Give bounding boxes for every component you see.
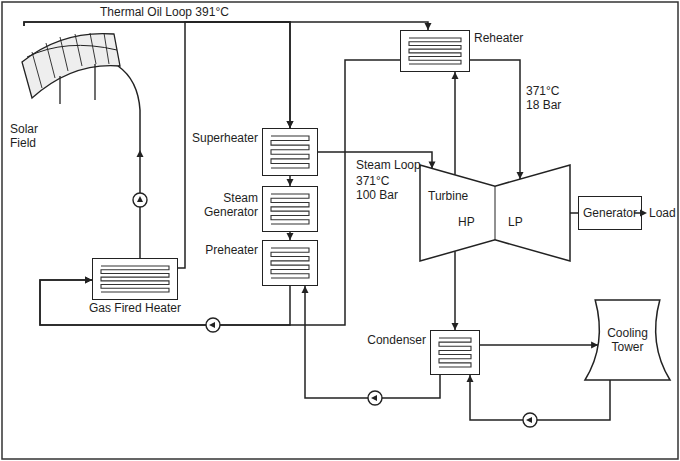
pump-symbol	[368, 391, 382, 405]
pipe-line	[24, 22, 428, 30]
generator-box: Generator	[578, 196, 642, 230]
load-label: Load	[649, 206, 676, 220]
turbine-body	[420, 165, 570, 261]
pump-symbol	[523, 413, 537, 427]
arrowhead	[452, 72, 459, 79]
pipe-line	[570, 212, 578, 214]
turbine-shape: TurbineHP LP	[420, 165, 570, 261]
pipe-line	[454, 72, 456, 175]
loop-label: Thermal Oil Loop 391°C	[100, 5, 229, 19]
coil-symbol	[409, 38, 461, 64]
pump-symbol	[133, 193, 147, 207]
pipe-line	[40, 280, 290, 325]
pipe-line	[480, 344, 598, 346]
arrowhead	[425, 23, 432, 30]
pipe-connector	[302, 286, 441, 398]
pipe-connector	[467, 375, 611, 420]
pipe-connector	[452, 72, 459, 175]
node-label: Condenser	[367, 333, 426, 347]
coil-symbol	[439, 338, 471, 367]
coil-symbol	[271, 248, 309, 278]
arrowhead	[452, 323, 459, 330]
collector-pipe	[118, 66, 140, 150]
node-label: Steam Generator	[196, 191, 258, 219]
pipe-connector	[40, 277, 290, 326]
heat-exchanger-box: Preheater	[262, 240, 318, 286]
pipe-connector	[40, 60, 400, 325]
pump-arrow	[526, 417, 532, 423]
pipe-connector	[452, 251, 459, 330]
coil-group	[101, 38, 471, 367]
coil-symbol	[101, 266, 169, 292]
pipe-connector	[24, 22, 432, 30]
pipe-line	[470, 60, 520, 179]
pump-arrow	[209, 322, 215, 328]
steam-condition-label: 371°C 100 Bar	[356, 174, 404, 202]
solar-field: Solar Field	[8, 26, 150, 150]
section-label: LP	[508, 215, 523, 229]
gas-heater-box: Gas Fired Heater	[92, 258, 178, 300]
pipe-line	[470, 375, 610, 420]
arrowhead	[287, 233, 294, 240]
pipe-line	[40, 60, 400, 325]
condenser-box: Condenser	[430, 330, 480, 375]
support-post	[60, 64, 95, 104]
coil-symbol	[271, 136, 309, 168]
arrowhead	[287, 179, 294, 186]
pump-arrow	[371, 395, 377, 401]
steam-condition-label: 371°C 18 Bar	[526, 84, 570, 112]
node-label: Superheater	[192, 131, 258, 145]
pipe-line	[24, 22, 290, 128]
pump-arrow	[137, 196, 143, 202]
pipe-connector	[287, 232, 294, 240]
heat-exchanger-box: Steam Generator	[262, 186, 318, 232]
section-label: HP	[458, 215, 475, 229]
solar-collector	[22, 33, 140, 150]
node-label: Reheater	[474, 31, 523, 45]
mirror-ribs	[32, 33, 109, 88]
turbine-divider	[495, 186, 496, 240]
cooling-tower: Cooling Tower	[585, 300, 670, 380]
trough-mirror	[22, 34, 120, 98]
coil-symbol	[271, 194, 309, 224]
node-label: Gas Fired Heater	[89, 301, 181, 315]
receiver-tube	[27, 45, 117, 57]
arrowhead	[85, 277, 92, 284]
node-label: Cooling Tower	[600, 326, 656, 354]
pipe-connector	[470, 60, 524, 179]
pipe-connector	[570, 213, 578, 214]
turbine-outline	[420, 165, 570, 261]
tower-body	[585, 300, 670, 380]
arrowhead	[302, 286, 309, 293]
loop-label: Steam Loop	[356, 158, 421, 172]
heat-exchanger-box: Superheater	[262, 128, 318, 176]
pipe-connector	[287, 176, 294, 186]
pipe-line	[305, 286, 440, 398]
arrowhead	[137, 150, 144, 157]
node-label: Solar Field	[10, 122, 54, 150]
arrowhead	[85, 277, 92, 284]
pipe-line	[454, 251, 456, 330]
pipe-connector	[480, 342, 598, 349]
reheater-box: Reheater	[400, 30, 470, 72]
arrowhead	[287, 121, 294, 128]
node-label: Turbine	[428, 189, 468, 203]
arrowhead	[287, 121, 294, 128]
pump-symbol	[206, 318, 220, 332]
arrowhead	[467, 375, 474, 382]
node-label: Generator	[579, 206, 641, 220]
node-label: Preheater	[205, 243, 258, 257]
pipe-connector	[24, 22, 294, 128]
